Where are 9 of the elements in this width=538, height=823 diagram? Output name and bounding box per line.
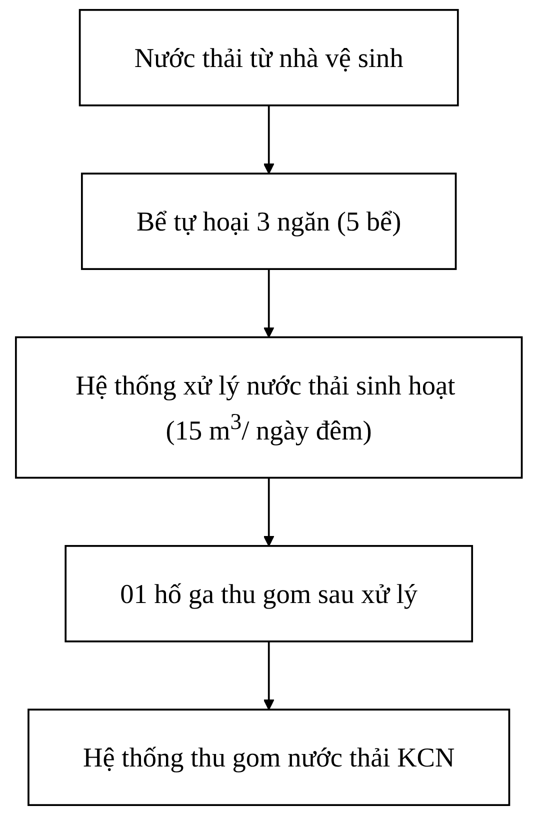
node-box: Nước thải từ nhà vệ sinh <box>79 9 459 106</box>
node-box: Hệ thống xử lý nước thải sinh hoạt (15 m$^{3}$/ ngày đêm) <box>15 336 523 479</box>
node-box: Bể tự hoại 3 ngăn (5 bể) <box>81 172 457 270</box>
node-box: Hệ thống thu gom nước thải KCN <box>28 708 510 806</box>
arrow <box>264 478 274 546</box>
arrow <box>264 641 274 710</box>
arrow <box>264 105 274 174</box>
node-box: 01 hố ga thu gom sau xử lý <box>64 545 474 642</box>
arrow <box>264 269 274 338</box>
